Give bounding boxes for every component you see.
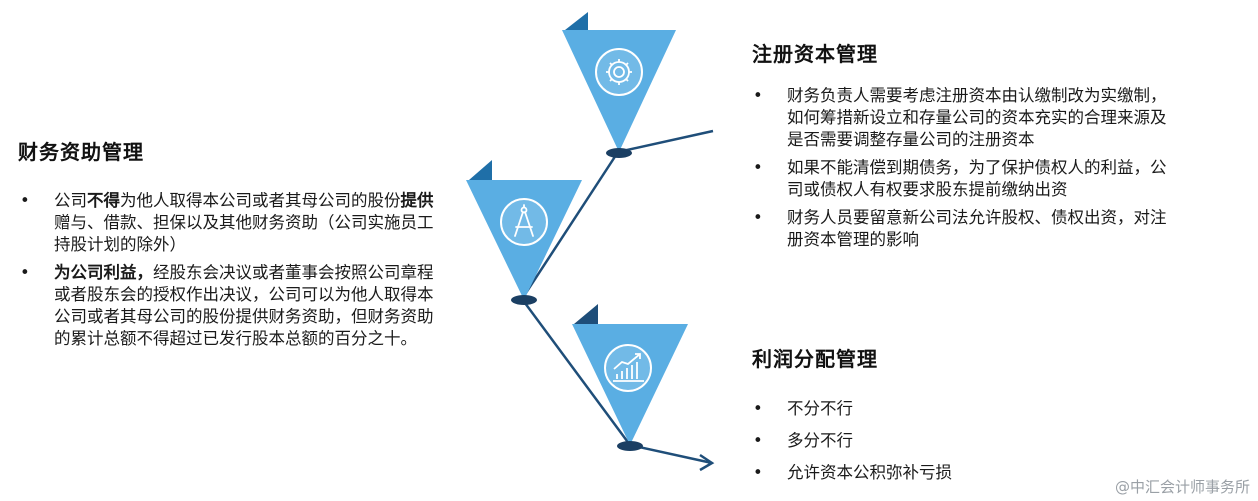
growth-chart-icon — [613, 353, 644, 382]
connector-line — [520, 129, 714, 465]
gear-icon — [606, 59, 632, 85]
item-text: 为他人取得本公司或者其母公司的 — [120, 191, 368, 210]
right-top-bullet-list: • 财务负责人需要考虑注册资本由认缴制改为实缴制，如何筹措新设立和存量公司的资本充… — [753, 85, 1173, 257]
item-text: 公司 — [54, 191, 87, 210]
funnel-3 — [572, 324, 688, 445]
emphasis-text: 提供 — [400, 191, 434, 210]
funnel-marker-3 — [572, 304, 688, 451]
right-top-list-item: • 如果不能清偿到期债务，为了保护债权人的利益，公司或债权人有权要求股东提前缴纳出… — [753, 157, 1173, 201]
item-text: 允许资本公积弥补亏损 — [787, 463, 952, 482]
bullet-point: • — [20, 191, 30, 210]
bullet-point: • — [753, 431, 763, 450]
right-top-list-item: • 财务人员要留意新公司法允许股权、债权出资，对注册资本管理的影响 — [753, 207, 1173, 251]
left-bullet-list: • 公司不得为他人取得本公司或者其母公司的股份提供赠与、借款、担保以及其他财务资助… — [20, 190, 438, 356]
item-text: 多分不行 — [787, 431, 853, 450]
bullet-point: • — [753, 158, 763, 177]
item-text: 经股东会决议或者董事会按照公司章程或者股东会的授权作出决议，公司可以为他人取得本… — [54, 263, 434, 348]
compass-icon — [514, 204, 534, 237]
item-text: 股份 — [367, 191, 401, 210]
right-top-section-title: 注册资本管理 — [752, 42, 878, 66]
item-text: 不分不行 — [787, 399, 853, 418]
funnel-marker-1 — [562, 12, 676, 158]
left-list-item: • 为公司利益，经股东会决议或者董事会按照公司章程或者股东会的授权作出决议，公司可… — [20, 262, 438, 350]
right-bottom-section-title: 利润分配管理 — [752, 347, 878, 371]
watermark: @中汇会计师事务所 — [1114, 478, 1250, 496]
flag-2 — [469, 160, 492, 180]
right-bottom-list-item: • 不分不行 — [753, 398, 1053, 420]
bullet-point: • — [753, 86, 763, 105]
emphasis-text: 不得 — [87, 191, 120, 210]
right-top-list-item: • 财务负责人需要考虑注册资本由认缴制改为实缴制，如何筹措新设立和存量公司的资本充… — [753, 85, 1173, 151]
funnel-2 — [466, 180, 582, 300]
item-text: 财务负责人需要考虑注册资本由认缴制改为实缴制，如何筹措新设立和存量公司的资本充实… — [787, 86, 1167, 149]
item-text: 财务人员要留意新公司法允许股权、债权出资，对注册资本管理的影响 — [787, 208, 1167, 249]
item-text: 赠与、借款、担保以及其他财务资助（公司实施员工持股计划的除外） — [54, 213, 434, 254]
left-list-item: • 公司不得为他人取得本公司或者其母公司的股份提供赠与、借款、担保以及其他财务资助… — [20, 190, 438, 256]
funnel-1 — [562, 30, 676, 152]
right-bottom-list-item: • 允许资本公积弥补亏损 — [753, 462, 1053, 484]
pin-dot-3 — [617, 441, 643, 451]
pin-dot-2 — [511, 295, 537, 305]
arrow-head — [699, 453, 715, 472]
left-section-title: 财务资助管理 — [18, 140, 144, 164]
bullet-point: • — [20, 263, 30, 282]
right-bottom-list-item: • 多分不行 — [753, 430, 1053, 452]
bullet-point: • — [753, 463, 763, 482]
right-bottom-bullet-list: • 不分不行 • 多分不行 • 允许资本公积弥补亏损 — [753, 398, 1053, 494]
bullet-point: • — [753, 208, 763, 227]
funnel-marker-2 — [466, 160, 582, 305]
bullet-point: • — [753, 399, 763, 418]
pin-dot-1 — [606, 148, 632, 158]
flag-1 — [565, 12, 588, 30]
item-text: 如果不能清偿到期债务，为了保护债权人的利益，公司或债权人有权要求股东提前缴纳出资 — [787, 158, 1167, 199]
emphasis-text: 为公司利益， — [54, 263, 153, 282]
flag-3 — [574, 304, 598, 324]
